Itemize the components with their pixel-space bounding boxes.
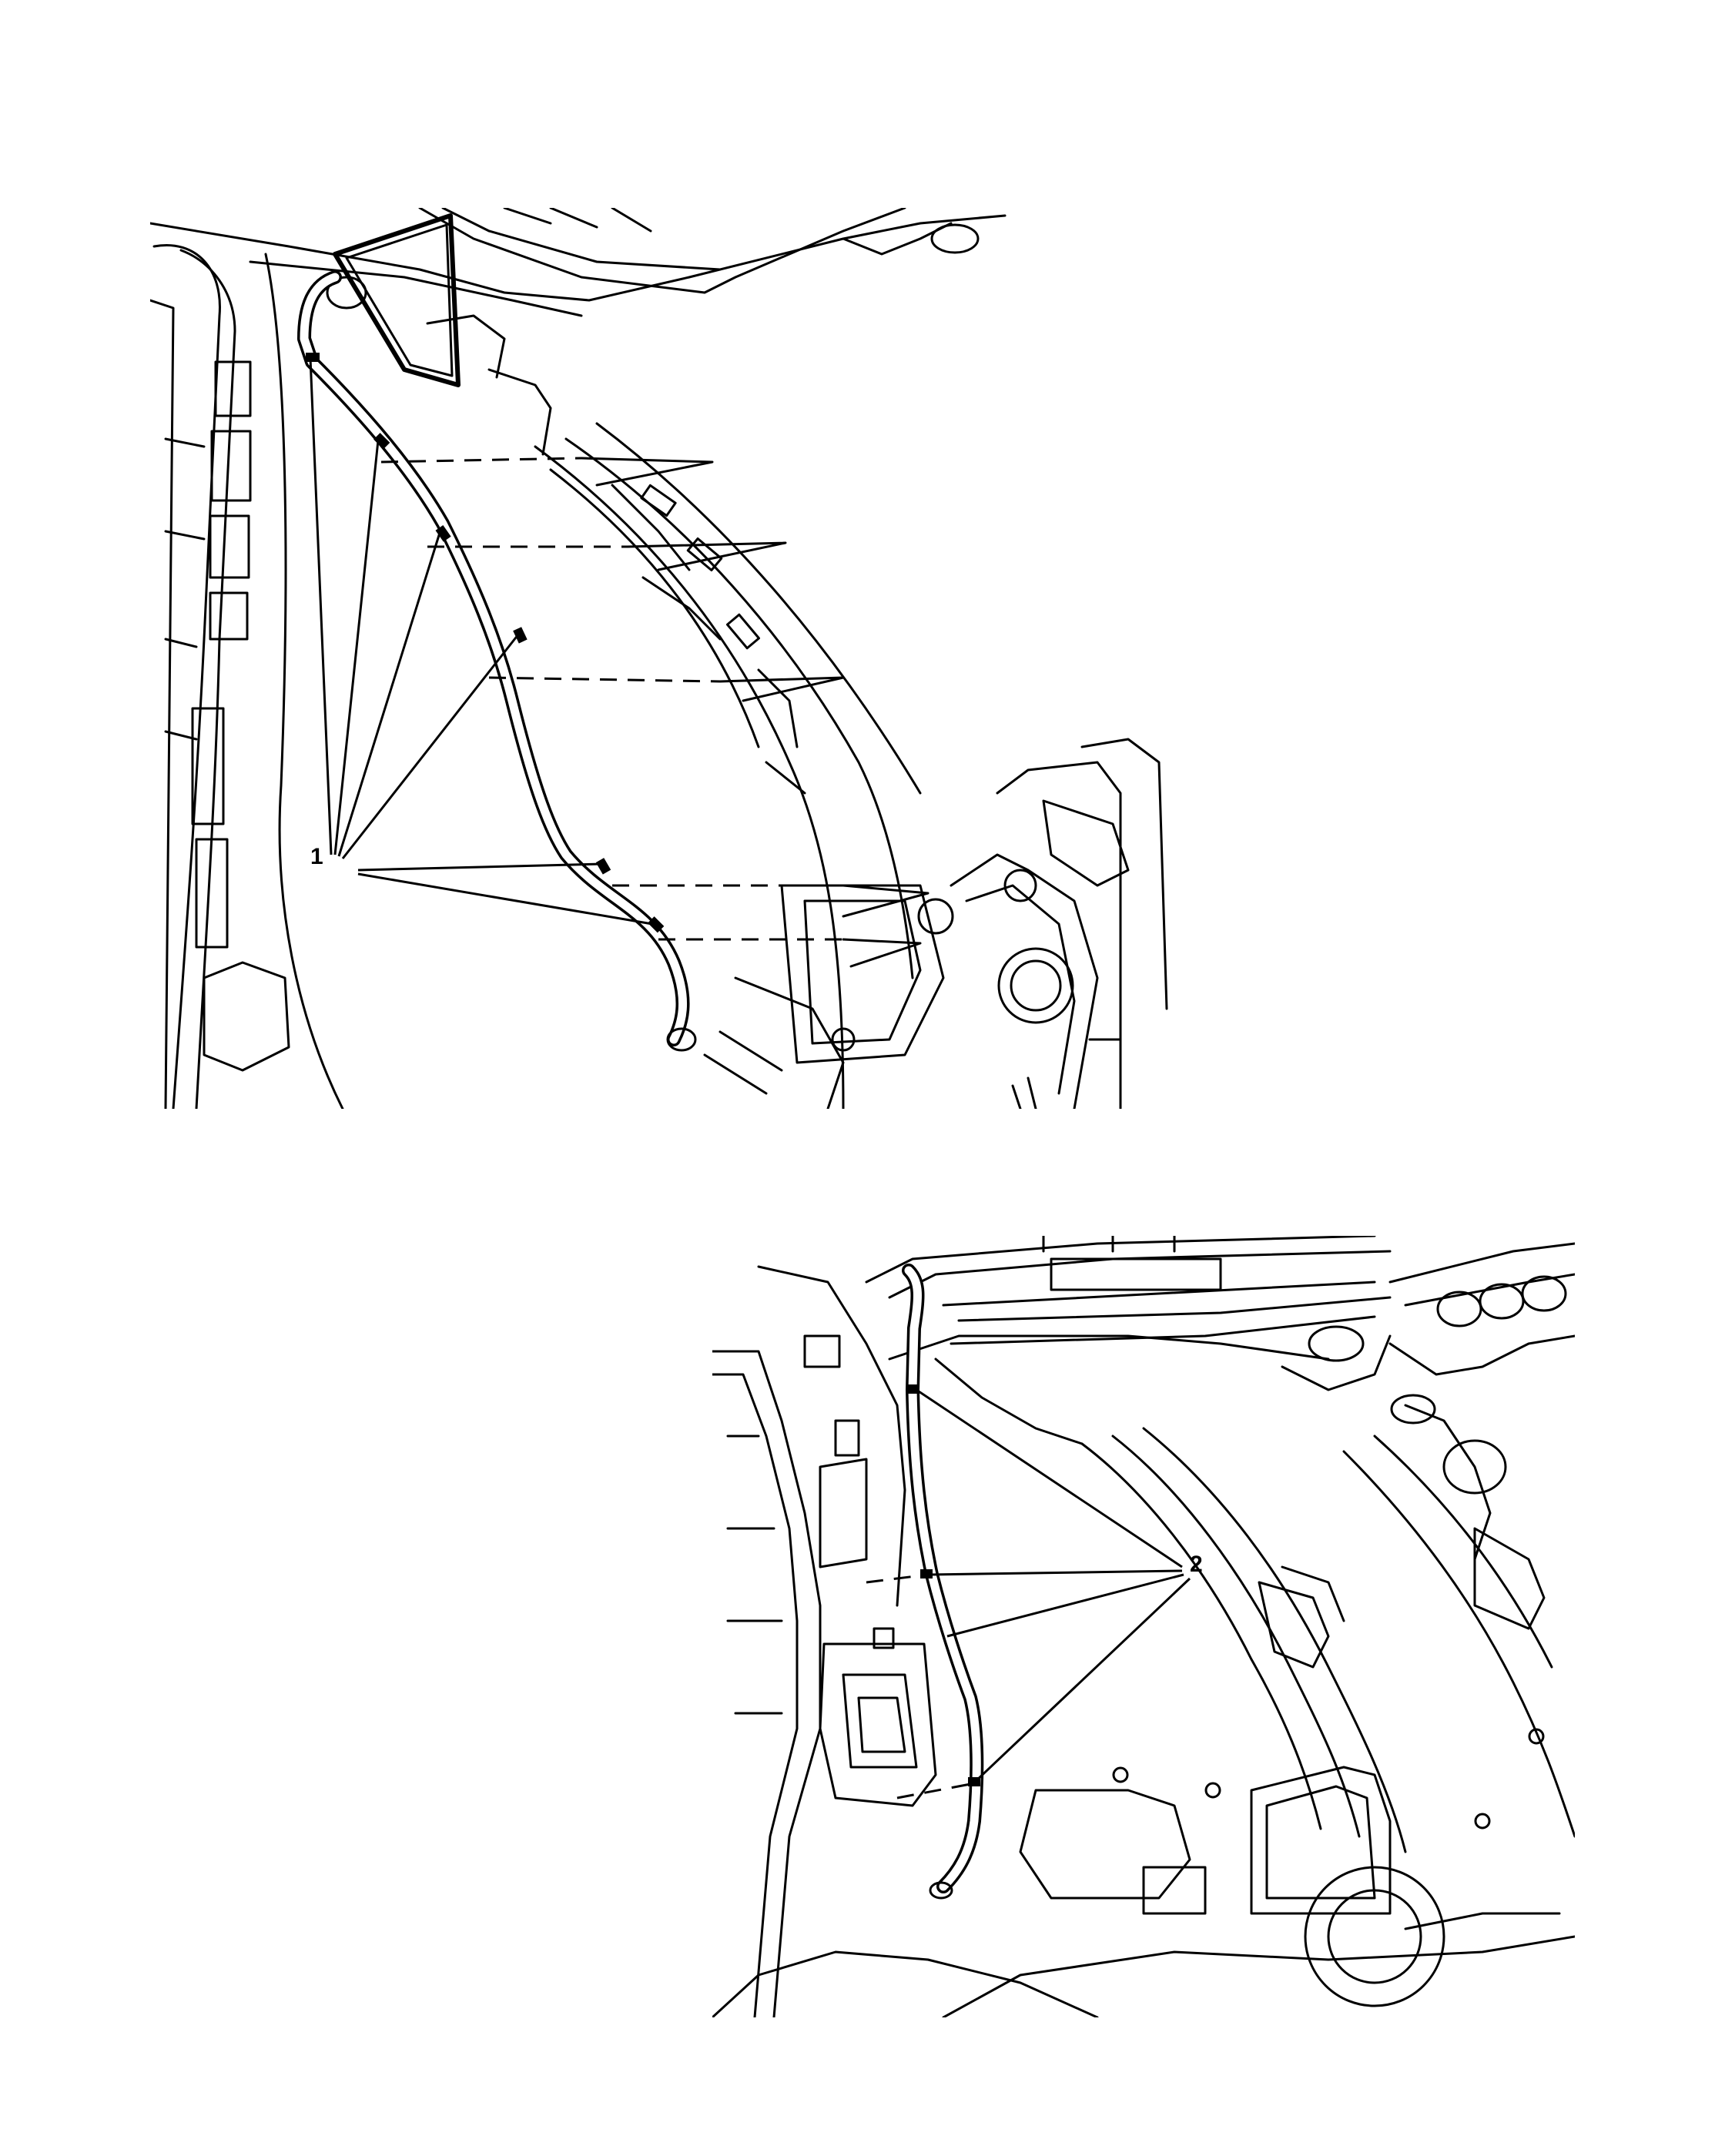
bottom-view-illustration: 2: [712, 1236, 1575, 2017]
callout-label-1: 1: [310, 844, 323, 869]
callout-label-2: 2: [1190, 1552, 1203, 1577]
top-body-structure-drawing: [150, 208, 1168, 1109]
top-view-illustration: 1: [150, 208, 1182, 1109]
bottom-body-structure-drawing: [712, 1236, 1575, 2017]
